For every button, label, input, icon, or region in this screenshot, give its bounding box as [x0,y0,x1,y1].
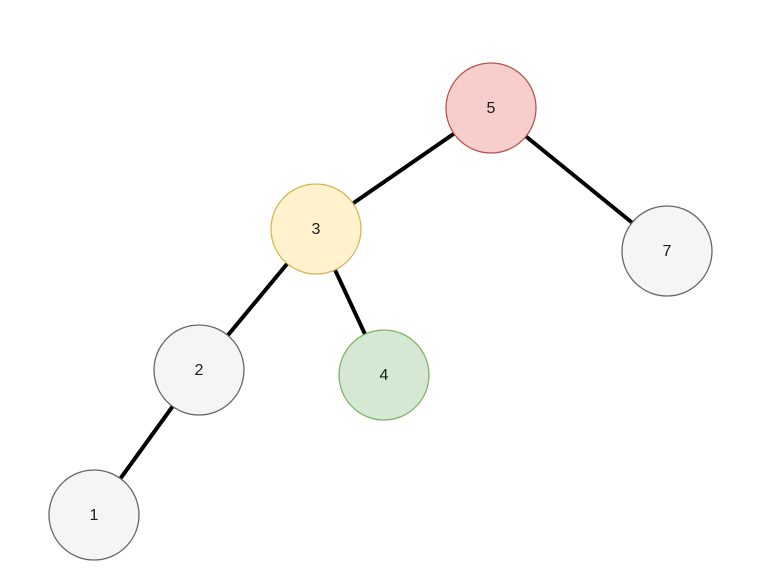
edge-5-3 [351,131,456,206]
node-label-3: 3 [312,221,321,238]
edges-layer [118,131,634,480]
nodes-layer: 5 3 7 2 4 1 [48,62,713,561]
edge-3-4 [333,268,367,336]
tree-node-7: 7 [621,205,713,297]
tree-node-5: 5 [445,62,537,154]
node-label-5: 5 [487,100,496,117]
node-circle-3 [270,183,362,275]
node-circle-1 [48,469,140,561]
node-circle-2 [153,324,245,416]
tree-node-1: 1 [48,469,140,561]
node-label-1: 1 [90,507,99,524]
edge-3-2 [226,262,289,337]
tree-node-4: 4 [338,329,430,421]
edge-2-1 [118,405,175,480]
node-label-7: 7 [663,243,672,260]
node-circle-7 [621,205,713,297]
node-circle-4 [338,329,430,421]
tree-node-3: 3 [270,183,362,275]
tree-node-2: 2 [153,324,245,416]
edge-5-7 [524,134,634,225]
node-label-4: 4 [380,367,389,384]
node-circle-5 [445,62,537,154]
node-label-2: 2 [195,362,204,379]
